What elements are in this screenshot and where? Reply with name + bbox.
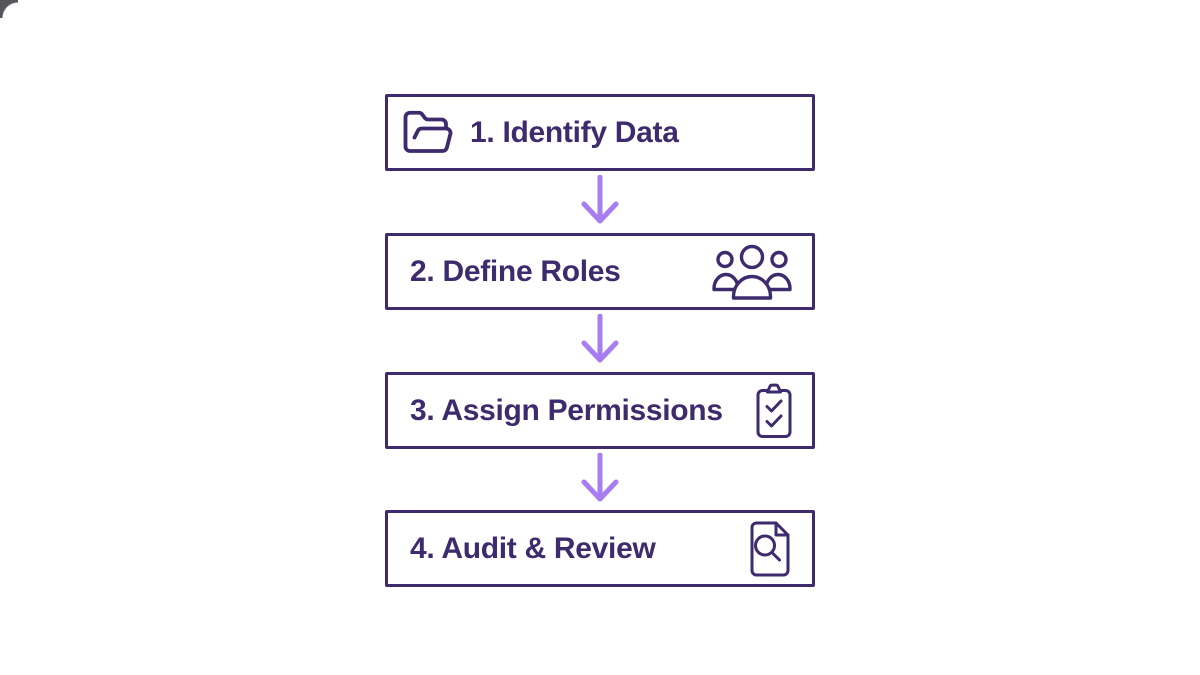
step-label: 1. Identify Data xyxy=(470,115,679,149)
step-box-define-roles: 2. Define Roles xyxy=(385,233,815,310)
arrow-down-icon xyxy=(577,453,623,507)
people-group-icon xyxy=(712,244,792,300)
step-label: 3. Assign Permissions xyxy=(410,393,723,427)
step-box-identify-data: 1. Identify Data xyxy=(385,94,815,171)
step-label: 4. Audit & Review xyxy=(410,531,656,565)
arrow-down-icon xyxy=(577,175,623,229)
folder-open-icon xyxy=(398,106,458,160)
corner-artifact xyxy=(0,0,18,18)
document-search-icon xyxy=(748,521,792,577)
step-label: 2. Define Roles xyxy=(410,254,621,288)
step-box-audit-review: 4. Audit & Review xyxy=(385,510,815,587)
arrow-down-icon xyxy=(577,314,623,368)
step-box-assign-permissions: 3. Assign Permissions xyxy=(385,372,815,449)
clipboard-check-icon xyxy=(756,383,792,439)
